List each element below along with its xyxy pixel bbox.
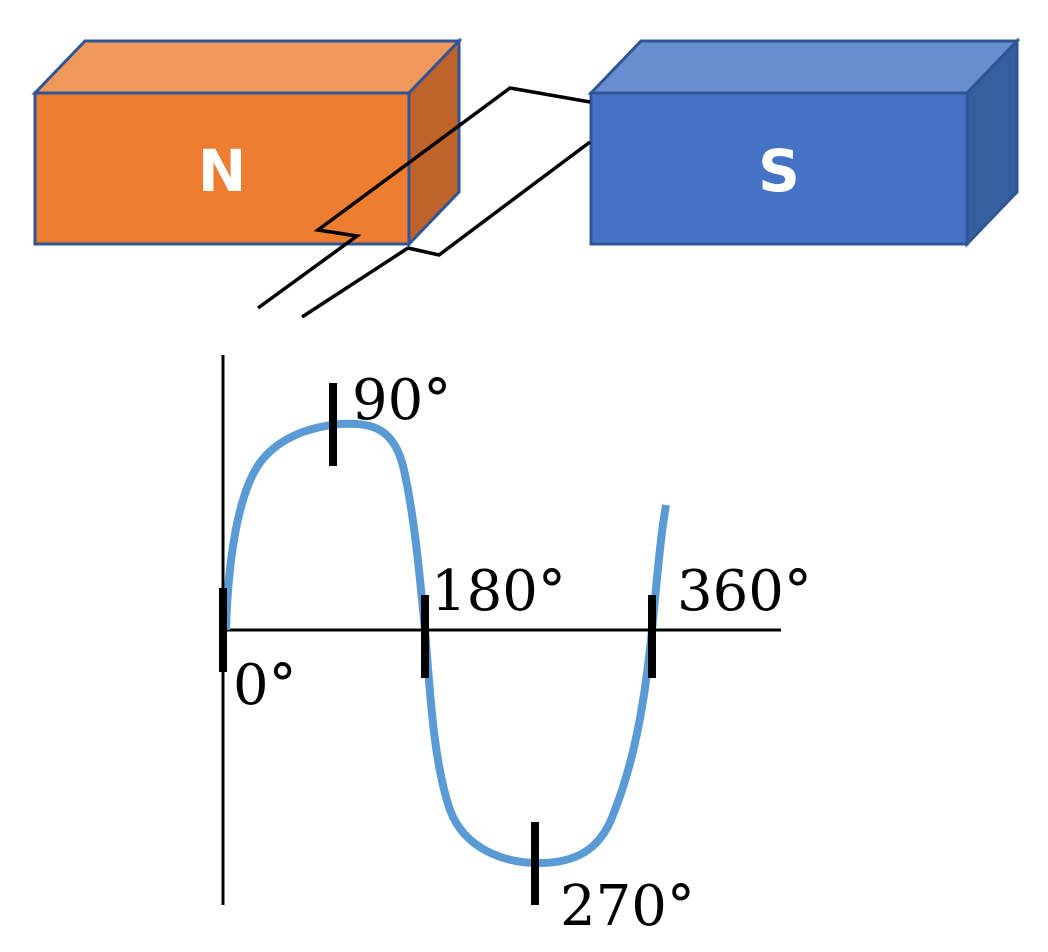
south-label: S <box>758 137 800 205</box>
wire-loop-path <box>256 86 591 310</box>
label-360-deg: 360° <box>677 559 812 624</box>
label-180-deg: 180° <box>431 559 566 624</box>
wire-loop-return <box>407 140 592 257</box>
south-magnet-top <box>587 39 1021 95</box>
wire-lead <box>301 246 409 319</box>
tick-marks <box>219 383 656 905</box>
south-magnet-front <box>589 91 969 246</box>
wire-loop <box>256 86 592 319</box>
north-magnet-top <box>31 39 463 95</box>
label-270-deg: 270° <box>560 874 695 939</box>
waveform-curve <box>222 419 670 868</box>
north-magnet-front <box>33 91 411 246</box>
label-90-deg: 90° <box>352 368 451 433</box>
north-magnet: N <box>31 37 463 248</box>
south-magnet: S <box>587 37 1021 248</box>
label-0-deg: 0° <box>233 653 297 718</box>
north-label: N <box>198 137 247 205</box>
graph-axes <box>221 355 781 905</box>
